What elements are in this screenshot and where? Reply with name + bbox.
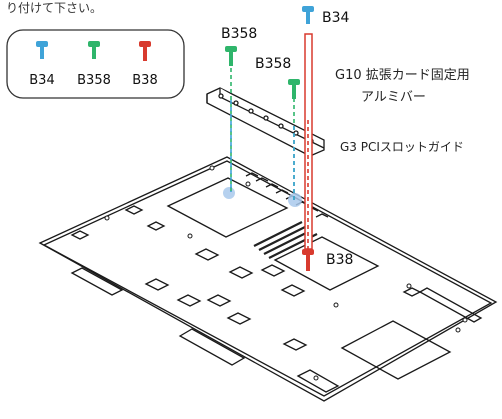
legend-frame — [6, 29, 185, 99]
plate-outline — [38, 156, 498, 402]
legend-screw-green-icon — [88, 41, 100, 59]
label-b358-left: B358 — [221, 26, 257, 42]
slot-notch — [265, 183, 279, 188]
base-plate — [38, 156, 498, 402]
mount-point-highlight — [223, 187, 235, 199]
screw-b34-top-icon — [302, 6, 314, 24]
plate-hole — [228, 266, 254, 279]
plate-hole — [124, 205, 144, 215]
legend-label-b38: B38 — [132, 73, 157, 88]
slot-notch — [275, 189, 289, 194]
plate-slot — [418, 287, 483, 323]
screw-legend: B34 B358 B38 — [6, 29, 185, 99]
screw-b358-left-icon — [225, 46, 237, 66]
plate-slot — [178, 328, 246, 366]
screw-b38-bottom-icon — [302, 249, 314, 271]
plate-inner-edge — [42, 160, 493, 397]
label-g3: G3 PCIスロットガイド — [340, 140, 464, 154]
plate-hole — [70, 230, 90, 240]
label-g10-line2: アルミバー — [361, 90, 426, 105]
plate-window — [296, 369, 340, 393]
mount-holes — [104, 165, 468, 381]
plate-slot — [70, 267, 124, 296]
slot-notch — [255, 177, 269, 182]
plate-hole — [194, 248, 220, 261]
plate-hole — [282, 338, 308, 351]
mount-point-highlight — [288, 193, 302, 207]
legend-label-b358: B358 — [77, 73, 111, 88]
label-g10-line1: G10 拡張カード固定用 — [335, 68, 470, 83]
screw-b358-right-icon — [288, 79, 300, 99]
plate-hole — [144, 278, 170, 291]
plate-window — [340, 320, 452, 380]
legend-label-b34: B34 — [29, 73, 54, 88]
legend-screw-blue-icon — [36, 41, 48, 59]
plate-hole — [146, 221, 166, 231]
plate-hole — [260, 264, 286, 277]
plate-window — [166, 177, 289, 238]
label-b38: B38 — [326, 252, 353, 268]
plate-hole — [206, 294, 232, 307]
label-b358-right: B358 — [255, 56, 291, 72]
guide-lines — [230, 68, 309, 252]
plate-hole — [226, 312, 252, 325]
plate-hole — [402, 287, 422, 297]
label-b34: B34 — [322, 10, 350, 26]
slot-notch — [245, 172, 259, 177]
plate-hole — [280, 284, 306, 297]
plate-hole — [176, 294, 202, 307]
legend-screw-red-icon — [139, 41, 151, 61]
slot-notch — [315, 213, 329, 218]
instruction-fragment: り付けて下さい。 — [6, 1, 102, 15]
